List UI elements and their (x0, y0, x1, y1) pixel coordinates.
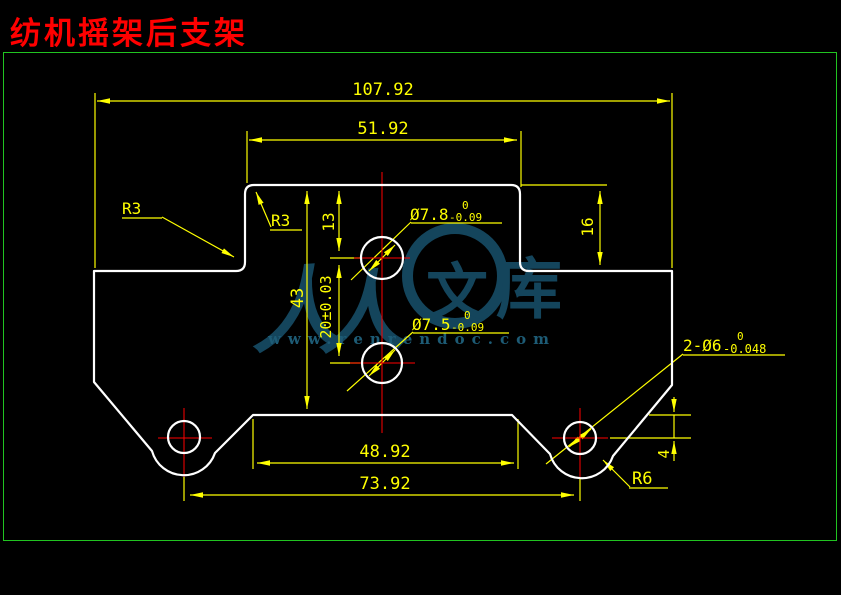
drawing-title: 纺机摇架后支架 (10, 16, 248, 52)
label-hole1-dia: Ø7.8 (410, 205, 449, 224)
dimension-lines (97, 98, 677, 498)
label-hole2-upper-tol: 0 (464, 309, 471, 322)
centerlines (158, 172, 608, 479)
label-foot-holes-dia: 2-Ø6 (683, 336, 722, 355)
hole-top (359, 235, 405, 281)
dim-hole1-from-top: 13 (319, 212, 338, 231)
watermark-char: 库 (496, 250, 562, 328)
dim-right-step-height: 16 (578, 217, 597, 236)
watermark-char: 文 (426, 256, 489, 329)
hole-middle (360, 341, 404, 385)
dimension-texts: 107.92 51.92 48.92 73.92 43 13 20±0.03 1… (122, 80, 766, 494)
label-hole2-lower-tol: -0.09 (451, 321, 484, 334)
part-outline (92, 183, 674, 480)
dim-foot-hole-span: 73.92 (359, 474, 410, 494)
drawing-border (3, 52, 837, 541)
dim-overall-width: 107.92 (352, 80, 413, 100)
hole-foot-left (166, 419, 202, 455)
dim-total-height: 43 (288, 288, 308, 308)
watermark-ring-icon (402, 223, 508, 329)
label-foot-holes-lower-tol: -0.048 (723, 342, 766, 356)
dim-upper-width: 51.92 (357, 119, 408, 139)
label-fillet-foot: R6 (632, 469, 652, 489)
dim-lower-width: 48.92 (359, 442, 410, 462)
label-hole1-upper-tol: 0 (462, 199, 469, 212)
label-fillet-top: R3 (271, 211, 290, 230)
label-hole1-lower-tol: -0.09 (449, 211, 482, 224)
dim-hole-pitch: 20±0.03 (317, 275, 335, 338)
extension-lines (94, 93, 785, 501)
dim-foot-hole-offset: 4 (655, 449, 673, 458)
label-foot-holes-upper-tol: 0 (737, 330, 744, 343)
label-hole2-dia: Ø7.5 (412, 315, 451, 334)
label-fillet-left: R3 (122, 199, 141, 218)
hole-foot-right (562, 420, 598, 456)
